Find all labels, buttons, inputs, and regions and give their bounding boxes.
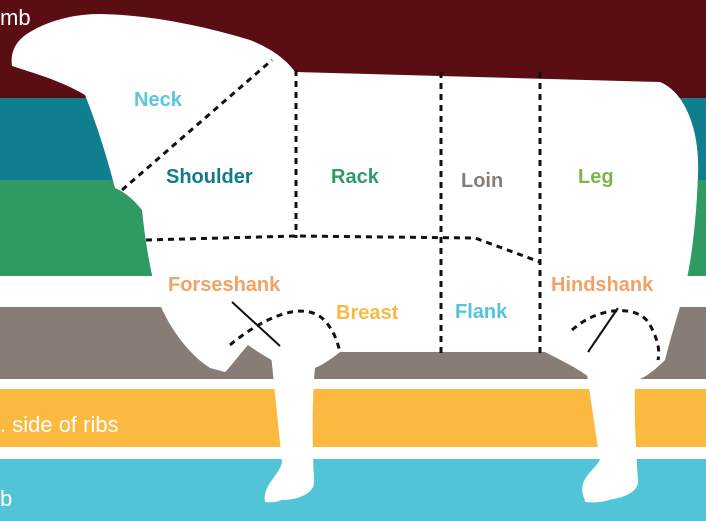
flank-label: Flank: [455, 301, 508, 323]
foreshank-label: Forseshank: [168, 274, 281, 296]
rack-label: Rack: [331, 166, 380, 188]
loin-label: Loin: [461, 170, 503, 192]
hindshank-label: Hindshank: [551, 274, 654, 296]
leg-label: Leg: [578, 166, 614, 188]
neck-label: Neck: [134, 89, 183, 111]
breast-label: Breast: [336, 302, 399, 324]
sheep-silhouette: [12, 14, 699, 502]
shoulder-label: Shoulder: [166, 166, 253, 188]
